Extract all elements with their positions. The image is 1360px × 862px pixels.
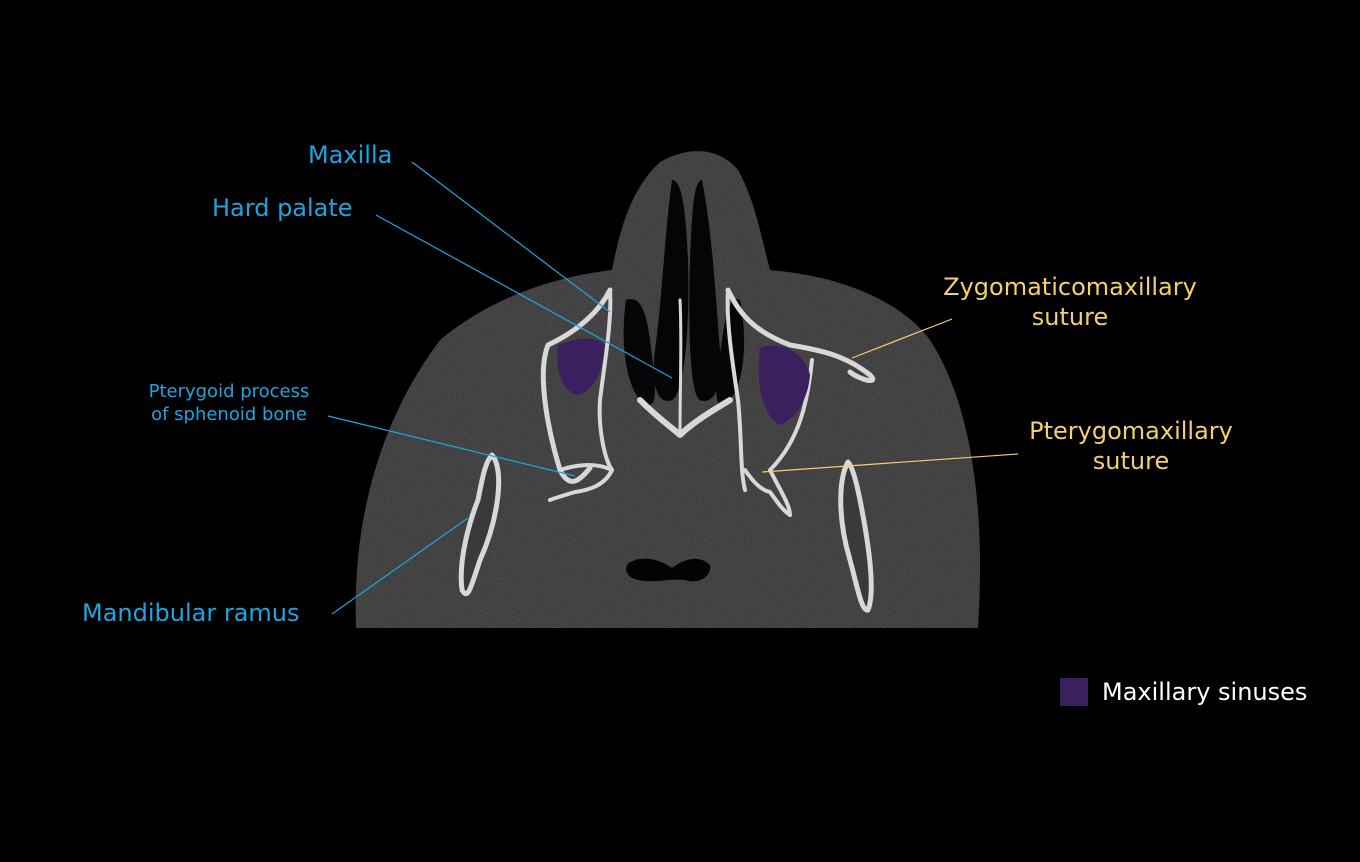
- zygomaticomaxillary-leader: [851, 318, 953, 359]
- hard-palate-leader: [375, 214, 673, 379]
- oropharynx-airway: [626, 558, 711, 582]
- zygomaticomaxillary-label-line1: Zygomaticomaxillary: [943, 273, 1197, 301]
- mandibular-ramus-label: Mandibular ramus: [82, 599, 300, 627]
- leader-lines: [327, 161, 1019, 615]
- legend-label-maxillary-sinuses: Maxillary sinuses: [1102, 678, 1308, 706]
- left-maxillary-sinus: [557, 338, 605, 395]
- pterygomaxillary-suture-label: Pterygomaxillary suture: [1016, 416, 1246, 476]
- pterygoid-label-line2: of sphenoid bone: [151, 403, 307, 425]
- legend-swatch-maxillary-sinuses: [1060, 678, 1088, 706]
- maxilla-label: Maxilla: [308, 141, 393, 169]
- pterygoid-label-line1: Pterygoid process: [148, 381, 310, 402]
- right-maxillary-sinus: [758, 345, 810, 425]
- pterygomaxillary-label-line2: suture: [1092, 447, 1170, 475]
- pterygoid-process-label: Pterygoid process of sphenoid bone: [134, 381, 324, 426]
- pterygomaxillary-leader: [761, 453, 1019, 473]
- hard-palate-label: Hard palate: [212, 194, 353, 222]
- legend: Maxillary sinuses: [1060, 678, 1307, 706]
- zygomaticomaxillary-suture-label: Zygomaticomaxillary suture: [930, 272, 1210, 332]
- zygomaticomaxillary-label-line2: suture: [1031, 303, 1109, 331]
- mandibular-ramus-leader: [331, 517, 469, 615]
- pterygoid-leader: [327, 415, 576, 477]
- maxilla-leader: [411, 161, 611, 313]
- pterygomaxillary-label-line1: Pterygomaxillary: [1029, 417, 1233, 445]
- bone-structures: [458, 287, 875, 613]
